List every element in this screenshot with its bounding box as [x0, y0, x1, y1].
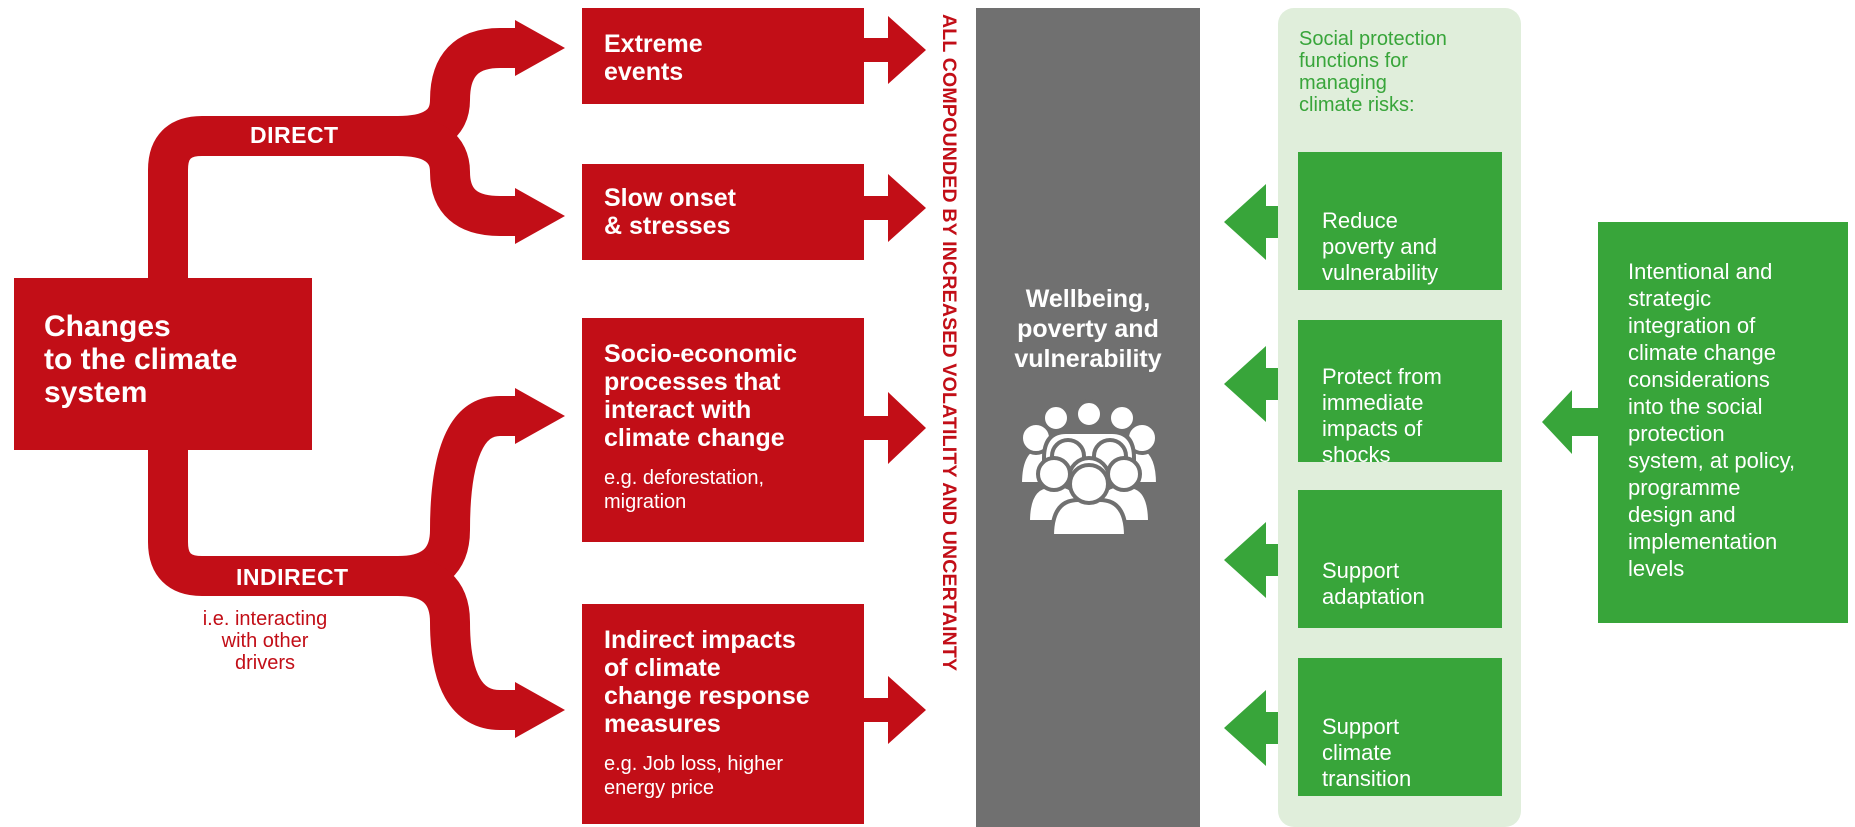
people-group-icon: [1017, 399, 1161, 536]
indirect-connector: [148, 448, 398, 596]
direct-label: DIRECT: [250, 122, 339, 148]
arrow-indirect-impacts: [515, 682, 565, 738]
arrow-slow-onset: [515, 188, 565, 244]
function-box-support-adaptation: Support adaptation: [1298, 490, 1502, 628]
driver-example: e.g. Job loss, higher energy price: [604, 753, 783, 799]
arrow-from-protect: [1224, 346, 1298, 422]
arrow-to-panel-4: [864, 676, 926, 744]
social-protection-title: Social protection functions for managing…: [1299, 28, 1447, 116]
indirect-note: i.e. interacting with other drivers: [202, 608, 328, 674]
arrow-from-transition: [1224, 690, 1298, 766]
driver-label: Indirect impacts of climate change respo…: [604, 626, 810, 738]
arrow-from-integration: [1542, 390, 1600, 454]
function-box-reduce-poverty: Reduce poverty and vulnerability: [1298, 152, 1502, 290]
driver-box-slow-onset: Slow onset & stresses: [582, 164, 864, 260]
arrow-extreme: [515, 20, 565, 76]
function-label: Support adaptation: [1322, 558, 1425, 609]
arrow-from-reduce: [1224, 184, 1298, 260]
function-label: Support climate transition: [1322, 714, 1412, 791]
arrow-socio-economic: [515, 388, 565, 444]
source-box: Changes to the climate system: [14, 278, 312, 450]
outcome-title: Wellbeing, poverty and vulnerability: [1014, 285, 1162, 373]
integration-box: Intentional and strategic integration of…: [1598, 222, 1848, 623]
direct-connector: [148, 116, 398, 282]
source-title: Changes to the climate system: [44, 310, 238, 409]
compounding-note: ALL COMPOUNDED BY INCREASED VOLATILITY A…: [938, 14, 960, 672]
driver-box-indirect-impacts: Indirect impacts of climate change respo…: [582, 604, 864, 824]
arrow-from-adaptation: [1224, 522, 1298, 598]
driver-label: Slow onset & stresses: [604, 184, 736, 240]
driver-label: Socio-economic processes that interact w…: [604, 340, 798, 452]
function-label: Reduce poverty and vulnerability: [1322, 208, 1439, 285]
function-label: Protect from immediate impacts of shocks: [1322, 364, 1442, 467]
arrow-to-panel-1: [864, 16, 926, 84]
driver-example: e.g. deforestation, migration: [604, 467, 765, 513]
driver-label: Extreme events: [604, 30, 703, 86]
driver-box-extreme-events: Extreme events: [582, 8, 864, 104]
indirect-fork: [397, 396, 520, 596]
indirect-label: INDIRECT: [236, 564, 349, 590]
function-box-support-climate-transition: Support climate transition: [1298, 658, 1502, 796]
function-box-protect-from-shocks: Protect from immediate impacts of shocks: [1298, 320, 1502, 467]
arrow-to-panel-2: [864, 174, 926, 242]
arrow-to-panel-3: [864, 392, 926, 464]
driver-box-socio-economic: Socio-economic processes that interact w…: [582, 318, 864, 542]
